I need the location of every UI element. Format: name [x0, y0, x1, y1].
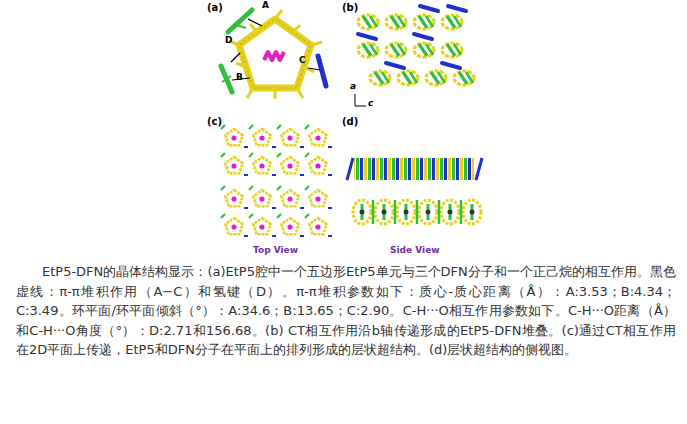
- view-label: Side View: [390, 246, 440, 256]
- panel-label: (c): [207, 116, 222, 127]
- interaction-letter: C: [299, 56, 306, 66]
- panel-label: (d): [342, 116, 358, 127]
- panel-c-figure: [221, 125, 332, 236]
- panel-label: (b): [342, 2, 358, 13]
- interaction-letter: B: [236, 73, 243, 83]
- interaction-letter: A: [262, 1, 269, 11]
- figure-caption: EtP5-DFN的晶体结构显示：(a)EtP5腔中一个五边形EtP5单元与三个D…: [16, 262, 676, 360]
- panel-a-figure: [221, 10, 326, 99]
- panel-d-figure: [347, 158, 482, 224]
- axis-label: c: [368, 99, 373, 109]
- axis-label: a: [350, 82, 356, 92]
- panel-b-figure: [355, 6, 474, 106]
- view-label: Top View: [253, 246, 298, 256]
- panel-label: (a): [207, 2, 223, 13]
- interaction-letter: D: [225, 36, 232, 46]
